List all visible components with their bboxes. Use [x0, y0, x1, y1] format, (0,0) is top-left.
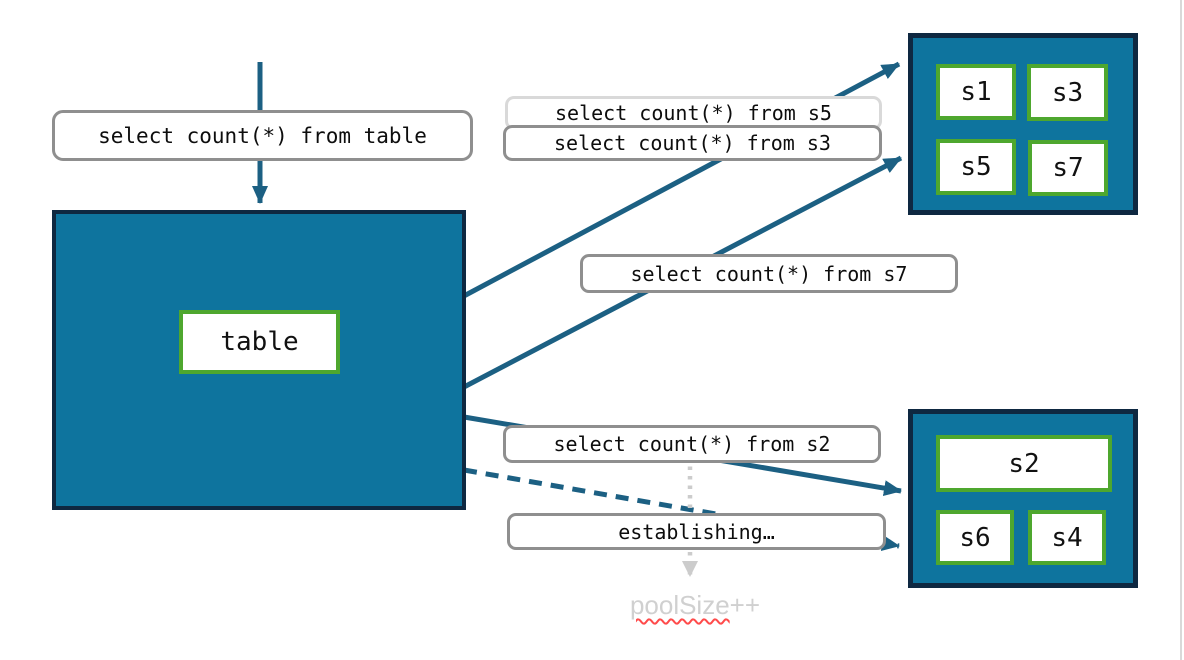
shard-s3-label: s3	[1051, 77, 1084, 108]
poolsize-word: poolSize	[629, 590, 730, 620]
arrow-establishing-dashed	[463, 467, 900, 551]
shard-s2-label: s2	[1008, 448, 1040, 479]
shard-s5: s5	[936, 139, 1016, 195]
query-label-s7-text: select count(*) from s7	[630, 261, 908, 286]
shard-s7-label: s7	[1052, 153, 1084, 183]
query-label-s2-text: select count(*) from s2	[553, 432, 831, 456]
query-label-s5-text: select count(*) from s5	[555, 101, 832, 125]
shard-s4: s4	[1028, 510, 1106, 565]
shard-s4-label: s4	[1051, 522, 1083, 553]
shard-s7: s7	[1028, 140, 1108, 196]
query-label-table: select count(*) from table	[52, 110, 473, 161]
query-label-s7: select count(*) from s7	[580, 254, 958, 293]
poolsize-annotation: poolSize++	[600, 590, 790, 621]
query-label-table-text: select count(*) from table	[98, 123, 427, 148]
query-label-s3-text: select count(*) from s3	[554, 131, 831, 155]
shard-s2: s2	[936, 435, 1112, 492]
table-inner-label-box: table	[179, 310, 340, 374]
shard-s1: s1	[936, 64, 1016, 120]
query-label-s2: select count(*) from s2	[503, 425, 881, 463]
table-label-text: table	[220, 327, 299, 357]
shard-s5-label: s5	[960, 152, 992, 182]
query-label-s3: select count(*) from s3	[503, 125, 882, 161]
query-label-s5: select count(*) from s5	[505, 96, 882, 130]
shard-s3: s3	[1027, 64, 1108, 121]
status-label-establishing-text: establishing…	[618, 519, 775, 544]
poolsize-suffix: ++	[729, 590, 761, 620]
slide-edge-line	[1180, 0, 1182, 660]
shard-s1-label: s1	[960, 77, 992, 107]
status-label-establishing: establishing…	[507, 513, 886, 550]
shard-s6-label: s6	[959, 522, 991, 553]
shard-s6: s6	[936, 510, 1014, 565]
